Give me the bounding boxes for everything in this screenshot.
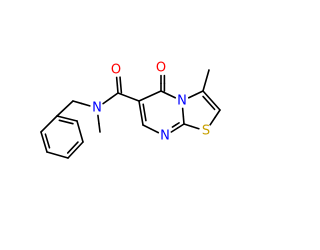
bond-bz2-bz3 xyxy=(76,120,84,143)
bond-c3-c2 xyxy=(202,90,221,111)
bond-c2-s1 xyxy=(209,116,216,126)
bond-c7-c6 xyxy=(138,100,144,126)
bond-n_amide-c_amide xyxy=(102,97,112,105)
atom-label-n_amide: N xyxy=(92,101,102,116)
bond-bz1-ch2 xyxy=(56,100,74,117)
bond-c_amide-o_amide xyxy=(115,76,119,87)
bond-bz4-bz5 xyxy=(46,151,69,159)
bond-s1-c8a xyxy=(183,123,193,128)
bond-c3-me3 xyxy=(202,69,210,92)
bond-c6-c5 xyxy=(138,90,162,102)
bond-bz5-bz6 xyxy=(40,131,48,153)
bond-c5-n4 xyxy=(160,90,169,96)
bond-c_amide-o_amide-second xyxy=(119,76,122,86)
atom-label-o_ring: O xyxy=(156,61,166,76)
bond-c8a-n8-inner xyxy=(171,124,177,128)
bond-bz5-bz6-inner xyxy=(44,133,51,149)
bond-n8-c7 xyxy=(142,124,152,130)
bond-c_amide-o_amide xyxy=(116,84,119,94)
bond-n_amide-me_n xyxy=(97,114,100,125)
bond-c_amide-o_amide-second xyxy=(119,84,123,94)
bond-n4-c3 xyxy=(195,90,204,96)
bond-c8a-n8 xyxy=(170,127,179,133)
bond-n8-c7 xyxy=(149,128,160,134)
atom-label-n8: N xyxy=(160,129,170,144)
atom-label-n4: N xyxy=(177,94,187,109)
bond-n4-c3 xyxy=(187,93,197,99)
atom-label-s1: S xyxy=(202,124,210,139)
bond-ch2-n_amide xyxy=(72,100,83,105)
bond-c8a-n4 xyxy=(181,107,185,118)
bond-c5-n4 xyxy=(167,93,177,99)
bond-n_amide-c_amide xyxy=(109,92,119,100)
atom-label-o_amide: O xyxy=(111,63,121,78)
bond-c8a-n8 xyxy=(176,123,185,129)
bond-c2-s1 xyxy=(214,109,221,119)
bond-ch2-n_amide xyxy=(80,102,91,107)
bond-layer xyxy=(40,69,221,159)
bond-bz1-bz2-inner xyxy=(58,119,74,125)
bond-bz3-bz4-inner xyxy=(66,141,79,154)
bond-c7-c6-inner xyxy=(142,103,147,122)
bond-c_amide-c6 xyxy=(117,92,140,102)
bond-bz1-bz2 xyxy=(56,115,78,122)
bond-n_amide-me_n xyxy=(98,122,101,133)
bond-bz3-bz4 xyxy=(67,141,84,159)
bond-c3-c2-inner xyxy=(202,95,216,111)
bond-s1-c8a xyxy=(190,125,200,130)
bond-c8a-n4 xyxy=(182,115,185,125)
bond-bz6-bz1 xyxy=(40,115,58,133)
